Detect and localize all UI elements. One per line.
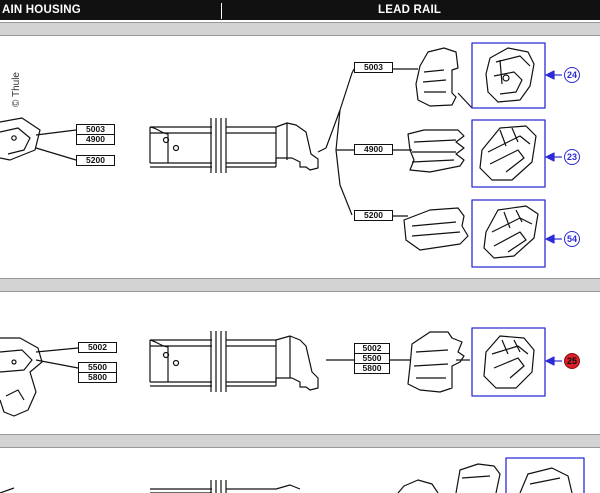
detail-box-54: [471, 199, 546, 268]
section-separator-3: [0, 434, 600, 448]
rail-body-1: [149, 126, 212, 168]
callout-24[interactable]: 24: [564, 67, 580, 83]
section-separator-1: [0, 22, 600, 36]
rail-label-4900: 4900: [354, 144, 393, 155]
rail-label-stack-2: 5002 5500 5800: [354, 343, 390, 374]
detail-box-partial: [505, 457, 585, 493]
housing-label-5500-5800: 5500 5800: [78, 362, 117, 383]
callout-23[interactable]: 23: [564, 149, 580, 165]
branch-lines-1: [325, 68, 355, 216]
detail-box-23: [471, 119, 546, 188]
detail-box-24: [471, 42, 546, 109]
rail-body-2: [149, 339, 212, 387]
rail-label-5200: 5200: [354, 210, 393, 221]
detail-box-25: [471, 327, 546, 397]
rail-label-5003: 5003: [354, 62, 393, 73]
rail-end-5003: [415, 47, 459, 107]
callout-25[interactable]: 25: [564, 353, 580, 369]
housing-label-5200: 5200: [76, 155, 115, 166]
lead-rail-header: LEAD RAIL: [378, 4, 442, 16]
table-header: AIN HOUSING LEAD RAIL: [0, 0, 600, 20]
rail-end-5200: [403, 207, 469, 251]
housing-label-5003-4900: 5003 4900: [76, 124, 115, 145]
rail-end-4900: [407, 129, 465, 173]
header-divider: [221, 3, 222, 19]
main-housing-header: AIN HOUSING: [2, 4, 81, 16]
section-separator-2: [0, 278, 600, 292]
housing-label-5002: 5002: [78, 342, 117, 353]
housing-part-1: [0, 117, 41, 161]
rail-end-5002: [407, 331, 465, 393]
housing-part-2: [0, 337, 43, 417]
callout-54[interactable]: 54: [564, 231, 580, 247]
